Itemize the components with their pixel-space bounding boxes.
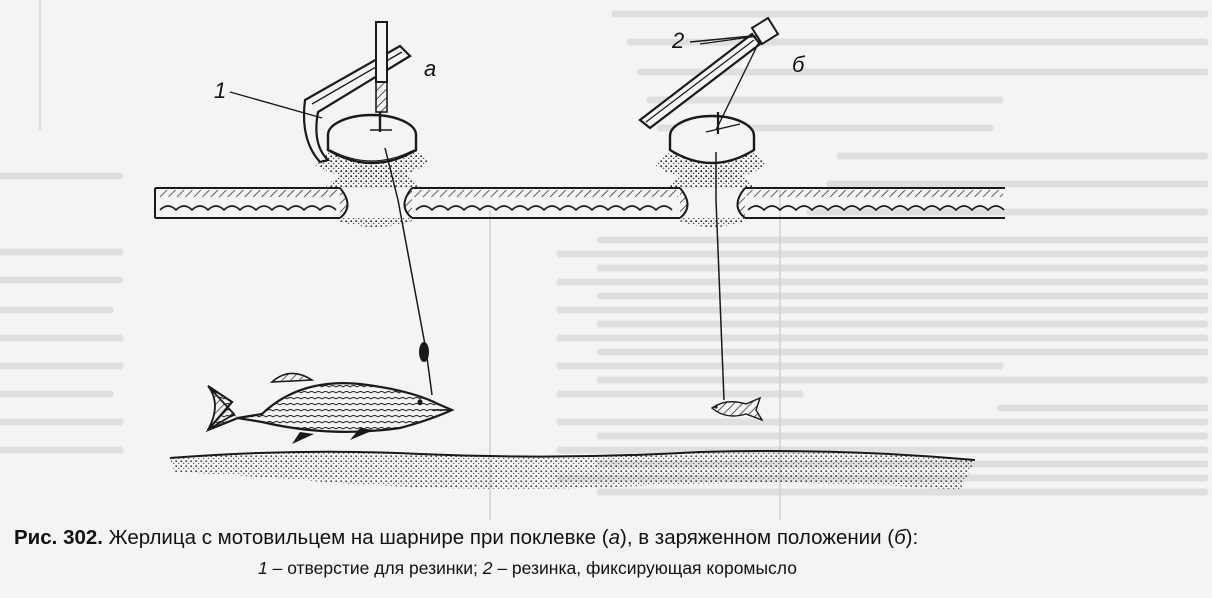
caption-number-2: 2 <box>482 558 493 578</box>
caption-text-5: – резинка, фиксирующая коромысло <box>492 558 797 578</box>
caption-text-2: ), в заряженном положении ( <box>620 526 895 549</box>
caption-letter-b: б <box>894 526 906 549</box>
caption-text-1: Жерлица с мотовильцем на шарнире при пок… <box>102 526 609 549</box>
caption-line-2: 1 – отверстие для резинки; 2 – резинка, … <box>258 558 797 579</box>
label-b: б <box>792 52 805 77</box>
ice-layer <box>154 165 1005 227</box>
label-number-1: 1 <box>214 78 227 103</box>
figure-caption: Рис. 302. Жерлица с мотовильцем на шарни… <box>0 520 1212 598</box>
leader-line-2 <box>689 35 753 43</box>
pike-fish <box>205 372 455 444</box>
caption-text-4: – отверстие для резинки; <box>267 558 483 578</box>
caption-number-1: 1 <box>258 558 268 578</box>
label-number-2: 2 <box>672 28 685 53</box>
fishing-rig-diagram <box>154 16 1005 490</box>
caption-line-1: Рис. 302. Жерлица с мотовильцем на шарни… <box>14 526 918 550</box>
lake-bottom <box>169 450 976 490</box>
caption-letter-a: а <box>608 526 620 549</box>
rig-b-loaded <box>638 16 780 422</box>
figure-number: Рис. 302. <box>14 526 103 549</box>
rig-a-bite <box>302 21 433 396</box>
label-a: а <box>424 56 437 81</box>
leader-line-1 <box>229 91 323 119</box>
caption-text-3: ): <box>905 526 919 549</box>
